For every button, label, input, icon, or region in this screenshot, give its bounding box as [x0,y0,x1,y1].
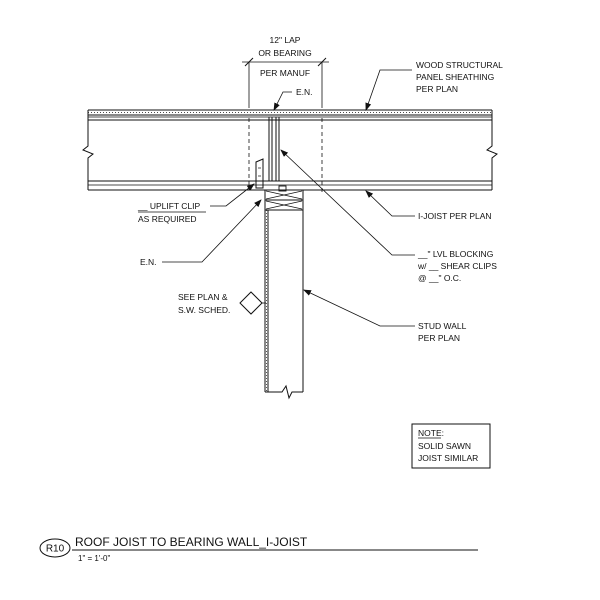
lvl-label-line1: __" LVL BLOCKING [417,249,493,259]
leader-sheathing [365,69,412,111]
en-top-label: E.N. [296,87,313,97]
leader-stud [303,289,415,327]
break-line-right [486,110,498,190]
detail-id-bubble [39,538,71,558]
title-block: R10 ROOF JOIST TO BEARING WALL_I-JOIST 1… [39,535,478,563]
stud-label-line1: STUD WALL [418,321,467,331]
uplift-label-line1: __ UPLIFT CLIP [137,201,201,211]
leader-uplift [210,183,255,207]
stud-wall [264,200,304,400]
lvl-label-line2: w/ __ SHEAR CLIPS [417,261,497,271]
lap-label-line1: 12" LAP [270,35,301,45]
lap-label-line2: OR BEARING [258,48,311,58]
lap-label-line3: PER MANUF [260,68,310,78]
detail-id: R10 [46,544,65,555]
break-line-left [82,110,94,190]
note-line2: JOIST SIMILAR [418,453,478,463]
note-heading: NOTE: [418,428,444,438]
uplift-clip [255,158,264,189]
sheathing-label-line2: PANEL SHEATHING [416,72,494,82]
lvl-blocking [268,117,280,182]
leader-ijoist [365,190,415,217]
detail-title: ROOF JOIST TO BEARING WALL_I-JOIST [75,535,308,549]
detail-scale: 1" = 1'-0" [78,554,110,563]
lap-dimension [242,57,329,108]
ijoist-label: I-JOIST PER PLAN [418,211,492,221]
shear-clip [278,185,287,192]
note-box: NOTE: SOLID SAWN JOIST SIMILAR [411,423,491,469]
lvl-label-line3: @ __" O.C. [418,273,461,283]
roof-sheathing [88,109,492,116]
leader-lvl [280,149,415,256]
note-line1: SOLID SAWN [418,441,471,451]
shear-wall-tag-diamond [239,291,263,315]
top-plates [264,189,304,211]
leader-en-top [273,91,292,111]
uplift-label-line2: AS REQUIRED [138,214,197,224]
sheathing-label-line1: WOOD STRUCTURAL [416,60,503,70]
sheathing-label-line3: PER PLAN [416,84,458,94]
see-plan-label-line1: SEE PLAN & [178,292,228,302]
leader-en-left [162,199,262,263]
i-joist [88,116,492,191]
see-plan-label-line2: S.W. SCHED. [178,305,230,315]
stud-label-line2: PER PLAN [418,333,460,343]
en-left-label: E.N. [140,257,157,267]
